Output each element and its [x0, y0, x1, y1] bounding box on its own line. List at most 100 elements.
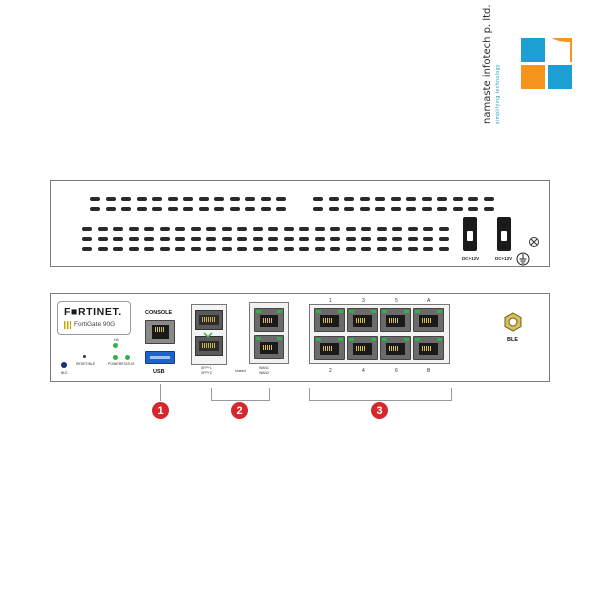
dc-label-2: DC+12V [495, 256, 513, 261]
vent-slot [361, 227, 371, 231]
vent-slot [421, 207, 432, 211]
vent-slot [359, 207, 370, 211]
vent-slot [175, 227, 185, 231]
reset-button-icon[interactable] [83, 355, 86, 358]
lan-port[interactable] [413, 336, 444, 360]
vent-slot [314, 227, 325, 231]
lan-port[interactable] [413, 308, 444, 332]
vent-slot [105, 197, 116, 201]
vent-slot [438, 247, 449, 251]
vent-slot [190, 237, 201, 241]
lan-port[interactable] [380, 308, 411, 332]
vent-slot [144, 237, 154, 241]
vent-slot [375, 207, 385, 211]
vent-slot [136, 197, 147, 201]
dc-power-connector-2[interactable] [497, 217, 511, 251]
vent-slot [314, 247, 325, 251]
power-label: POWER [108, 362, 122, 366]
vent-slot [344, 207, 354, 211]
vent-slot [392, 237, 402, 241]
vent-slot [82, 237, 92, 241]
vent-slot [128, 247, 139, 251]
shared-label: shared [235, 369, 246, 373]
vent-slot [438, 227, 449, 231]
callout-badge-1: 1 [152, 402, 169, 419]
watermark-square-blue-tl [521, 38, 545, 62]
wan2-label: WAN2 [259, 371, 269, 375]
ble-button-icon[interactable] [61, 362, 67, 368]
vent-slot [361, 247, 371, 251]
sfp-port-1[interactable] [195, 310, 223, 330]
vent-slot [283, 247, 294, 251]
console-port[interactable] [145, 320, 175, 344]
vent-slot [167, 207, 178, 211]
vent-slot [136, 207, 147, 211]
vent-slot [97, 247, 108, 251]
lan-port[interactable] [347, 336, 378, 360]
vent-slot [82, 227, 92, 231]
lan-port[interactable] [380, 336, 411, 360]
wan2-port[interactable] [254, 335, 284, 359]
vent-slot [183, 197, 193, 201]
vent-slot [468, 197, 478, 201]
watermark-tagline: simplifying technology [495, 64, 501, 124]
vent-slot [375, 197, 385, 201]
vent-slot [345, 227, 356, 231]
vent-slot [237, 247, 247, 251]
ha-led-icon [113, 343, 118, 348]
vent-slot [121, 207, 131, 211]
vent-slot [299, 247, 309, 251]
vent-slot [423, 237, 433, 241]
vent-slot [183, 207, 193, 211]
lan-port[interactable] [314, 336, 345, 360]
port-number: 2 [329, 368, 332, 374]
vent-slot [483, 197, 494, 201]
lan-port[interactable] [314, 308, 345, 332]
vent-slot [330, 247, 340, 251]
vent-slot [175, 237, 185, 241]
vent-slot [299, 237, 309, 241]
wan1-port[interactable] [254, 308, 284, 332]
vent-slot [268, 247, 278, 251]
lan-port[interactable] [347, 308, 378, 332]
brand-name: F■RTINET. [64, 306, 122, 318]
vent-slot [198, 207, 209, 211]
vent-slot [190, 227, 201, 231]
sfp-arrow-icon [203, 332, 213, 339]
port-number: 6 [395, 368, 398, 374]
vent-slot [82, 247, 92, 251]
dc-label-1: DC+12V [462, 256, 480, 261]
vent-slot [390, 207, 401, 211]
vent-slot [276, 207, 286, 211]
callout-line-1 [160, 384, 161, 401]
usb-port[interactable] [145, 351, 175, 364]
watermark-square-orange-bl [521, 65, 545, 89]
vent-slot [144, 227, 154, 231]
vent-slot [167, 197, 178, 201]
vent-slot [252, 227, 263, 231]
vent-slot [159, 227, 170, 231]
ble-label: BLE [507, 337, 518, 343]
sfp2-label: SFP+2 [201, 371, 212, 375]
vent-slot [345, 247, 356, 251]
reset-label: RESET/BLE [76, 362, 96, 366]
console-label: CONSOLE [145, 310, 173, 316]
vent-slot [113, 227, 123, 231]
vent-slot [252, 237, 263, 241]
vent-slot [421, 197, 432, 201]
ha-label: HA [114, 338, 119, 342]
usb-label: USB [153, 369, 165, 375]
vent-slot [128, 227, 139, 231]
vent-slot [344, 197, 354, 201]
vent-slot [97, 227, 108, 231]
ble-antenna-icon[interactable] [503, 312, 523, 332]
vent-slot [313, 197, 323, 201]
vent-slot [90, 207, 100, 211]
vent-slot [390, 197, 401, 201]
dc-power-connector-1[interactable] [463, 217, 477, 251]
vent-slot [276, 197, 286, 201]
vent-slot [152, 197, 162, 201]
vent-slot [113, 247, 123, 251]
vent-slot [229, 197, 240, 201]
vent-slot [407, 227, 418, 231]
